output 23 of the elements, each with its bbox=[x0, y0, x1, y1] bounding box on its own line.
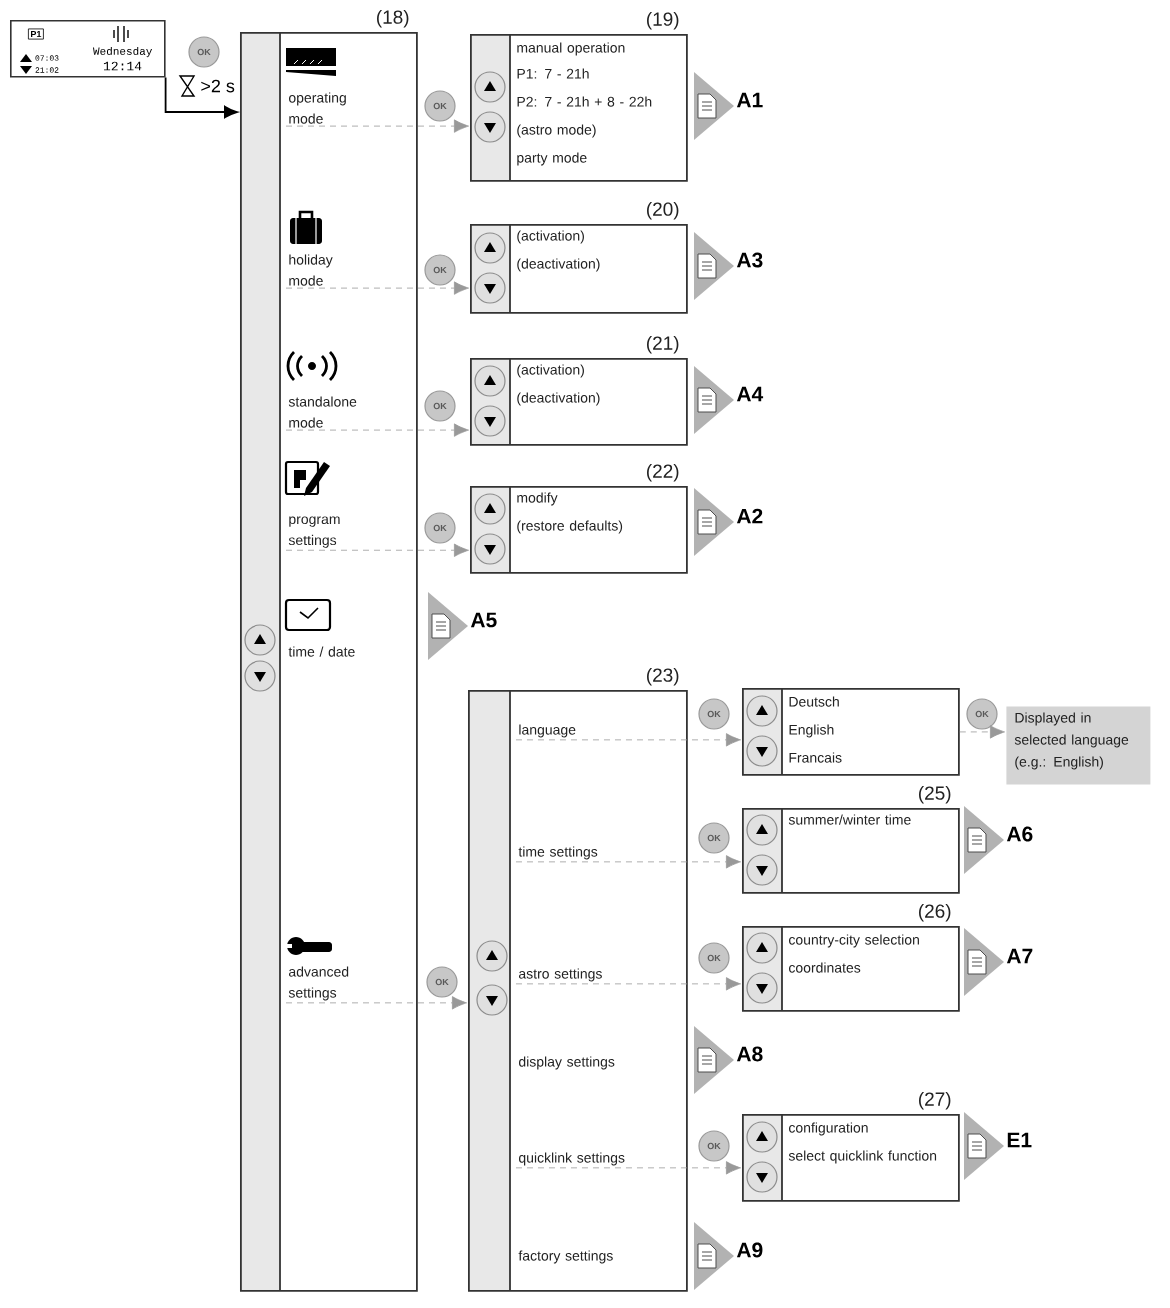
arrow bbox=[515, 1161, 741, 1175]
step-number: (27) bbox=[919, 1091, 951, 1110]
arrow bbox=[285, 119, 469, 133]
menu-panel bbox=[468, 689, 688, 1292]
step-number: (19) bbox=[647, 11, 679, 30]
step-number: (21) bbox=[647, 335, 679, 354]
step-number: (25) bbox=[919, 785, 951, 804]
step-number: (26) bbox=[919, 903, 951, 922]
menu-panel bbox=[240, 31, 418, 1292]
arrow bbox=[285, 281, 469, 295]
edge-label: >2 s bbox=[201, 79, 235, 93]
step-number: (23) bbox=[647, 667, 679, 686]
arrow bbox=[515, 977, 741, 991]
step-number: (18) bbox=[377, 9, 409, 28]
step-number: (22) bbox=[647, 463, 679, 482]
step-number: (20) bbox=[647, 201, 679, 220]
arrow bbox=[285, 423, 469, 437]
arrow bbox=[285, 996, 467, 1010]
arrow bbox=[285, 543, 469, 557]
arrow bbox=[164, 76, 238, 119]
arrow bbox=[515, 855, 741, 869]
arrow bbox=[515, 733, 741, 747]
arrow bbox=[959, 725, 1005, 739]
